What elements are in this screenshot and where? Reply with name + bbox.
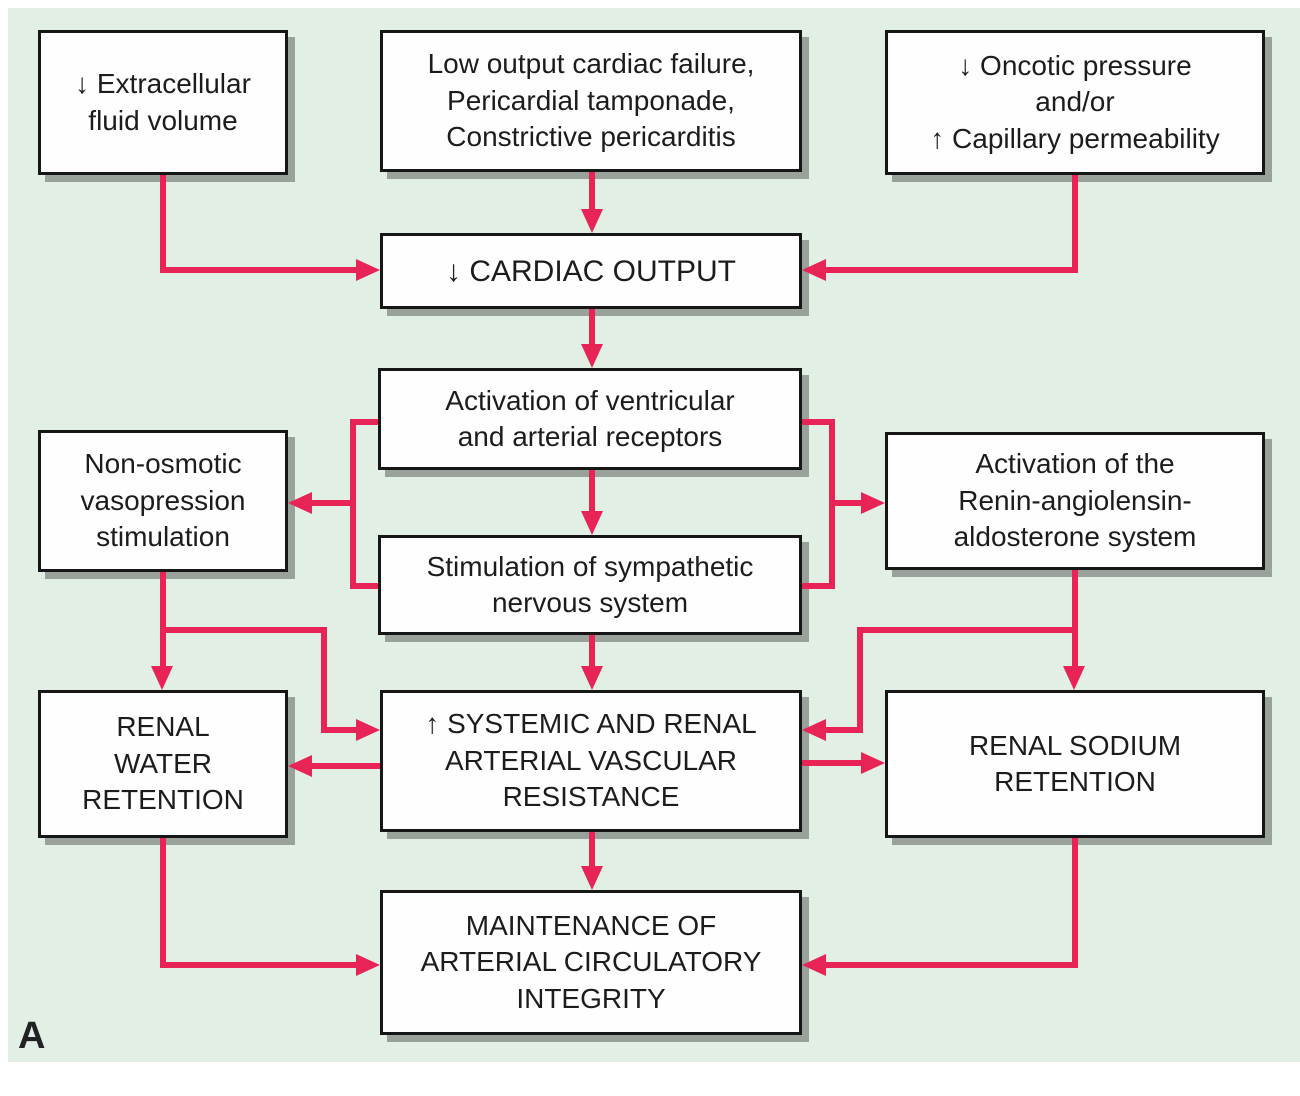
arrowhead-icon	[288, 755, 312, 777]
arrowhead-icon	[356, 719, 380, 741]
arrowhead-icon	[802, 719, 826, 741]
node-oncotic-pressure-capillary-permeability: ↓ Oncotic pressure and/or ↑ Capillary pe…	[885, 30, 1265, 175]
node-cardiac-output: ↓ CARDIAC OUTPUT	[380, 233, 802, 309]
arrowhead-icon	[802, 259, 826, 281]
node-renal-sodium-retention: RENAL SODIUM RETENTION	[885, 690, 1265, 838]
node-maintenance-arterial-circulatory-integrity: MAINTENANCE OF ARTERIAL CIRCULATORY INTE…	[380, 890, 802, 1035]
node-renin-angiolensin-aldosterone-system: Activation of the Renin-angiolensin- ald…	[885, 432, 1265, 570]
arrowhead-icon	[581, 344, 603, 368]
arrowhead-icon	[861, 752, 885, 774]
arrowhead-icon	[356, 954, 380, 976]
node-renal-water-retention: RENAL WATER RETENTION	[38, 690, 288, 838]
arrowhead-icon	[356, 259, 380, 281]
node-ventricular-arterial-receptors: Activation of ventricular and arterial r…	[378, 368, 802, 470]
arrowhead-icon	[861, 492, 885, 514]
node-non-osmotic-vasopression-stimulation: Non-osmotic vasopression stimulation	[38, 430, 288, 572]
figure-label: A	[18, 1015, 46, 1057]
arrowhead-icon	[581, 511, 603, 535]
arrowhead-icon	[581, 866, 603, 890]
arrowhead-icon	[288, 492, 312, 514]
arrowhead-icon	[581, 209, 603, 233]
arrowhead-icon	[151, 666, 173, 690]
node-sympathetic-nervous-system: Stimulation of sympathetic nervous syste…	[378, 535, 802, 635]
node-systemic-renal-arterial-vascular-resistance: ↑ SYSTEMIC AND RENAL ARTERIAL VASCULAR R…	[380, 690, 802, 832]
node-extracellular-fluid-volume: ↓ Extracellular fluid volume	[38, 30, 288, 175]
node-low-output-cardiac-failure: Low output cardiac failure, Pericardial …	[380, 30, 802, 172]
arrowhead-icon	[1063, 666, 1085, 690]
arrowhead-icon	[802, 954, 826, 976]
arrowhead-icon	[581, 666, 603, 690]
